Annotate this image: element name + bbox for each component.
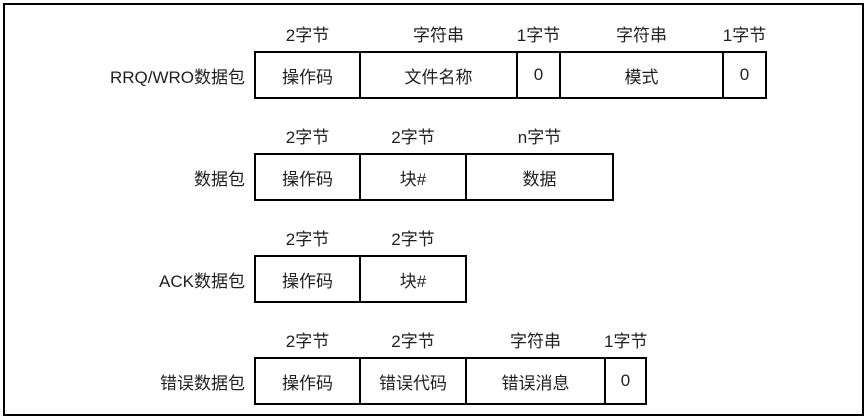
packet-name: 错误数据包 xyxy=(160,373,245,393)
packet-row-ack: ACK数据包 2字节 操作码 2字节 块# xyxy=(5,229,862,303)
packet-row-rrq-wro: RRQ/WRO数据包 2字节 操作码 字符串 文件名称 1字节 0 字符串 模式 xyxy=(5,25,862,99)
field-size-label: 2字节 xyxy=(391,332,435,351)
field-box: 块# xyxy=(359,255,467,303)
packet-field-zero: 1字节 0 xyxy=(604,331,647,405)
diagram-frame: RRQ/WRO数据包 2字节 操作码 字符串 文件名称 1字节 0 字符串 模式 xyxy=(3,3,864,416)
packet-field-data: n字节 数据 xyxy=(465,127,614,201)
field-box: 块# xyxy=(359,153,467,201)
field-size-label: 1字节 xyxy=(516,26,561,45)
packet-field-opcode: 2字节 操作码 xyxy=(254,229,361,303)
packet-field-filename: 字符串 文件名称 xyxy=(359,25,518,99)
field-box: 操作码 xyxy=(254,51,361,99)
packet-name: ACK数据包 xyxy=(159,271,245,291)
field-size-label: 2字节 xyxy=(285,332,330,351)
field-box: 0 xyxy=(516,51,561,99)
field-box: 文件名称 xyxy=(359,51,518,99)
packet-field-block-number: 2字节 块# xyxy=(359,127,467,201)
field-size-label: 2字节 xyxy=(285,128,330,147)
packet-fields: 2字节 操作码 2字节 块# n字节 数据 xyxy=(254,127,614,201)
field-size-label: 字符串 xyxy=(413,26,464,45)
field-box: 0 xyxy=(722,51,767,99)
packet-name: 数据包 xyxy=(194,169,245,189)
field-box: 数据 xyxy=(465,153,614,201)
packet-fields: 2字节 操作码 2字节 错误代码 字符串 错误消息 1字节 0 xyxy=(254,331,647,405)
field-size-label: 2字节 xyxy=(285,26,330,45)
packet-fields: 2字节 操作码 2字节 块# xyxy=(254,229,467,303)
packet-field-opcode: 2字节 操作码 xyxy=(254,331,361,405)
packet-field-opcode: 2字节 操作码 xyxy=(254,25,361,99)
field-size-label: 2字节 xyxy=(391,128,435,147)
packet-field-opcode: 2字节 操作码 xyxy=(254,127,361,201)
packet-field-error-message: 字符串 错误消息 xyxy=(465,331,606,405)
field-size-label: 字符串 xyxy=(616,26,667,45)
packet-field-error-code: 2字节 错误代码 xyxy=(359,331,467,405)
field-box: 操作码 xyxy=(254,153,361,201)
packet-field-mode: 字符串 模式 xyxy=(559,25,724,99)
field-size-label: n字节 xyxy=(517,128,562,147)
packet-field-zero: 1字节 0 xyxy=(722,25,767,99)
field-size-label: 字符串 xyxy=(510,332,561,351)
field-box: 模式 xyxy=(559,51,724,99)
field-box: 错误消息 xyxy=(465,357,606,405)
field-size-label: 2字节 xyxy=(285,230,330,249)
packet-field-block-number: 2字节 块# xyxy=(359,229,467,303)
field-box: 操作码 xyxy=(254,255,361,303)
field-box: 错误代码 xyxy=(359,357,467,405)
packet-row-data: 数据包 2字节 操作码 2字节 块# n字节 数据 xyxy=(5,127,862,201)
packet-name: RRQ/WRO数据包 xyxy=(109,67,245,87)
field-size-label: 1字节 xyxy=(604,332,648,351)
field-size-label: 1字节 xyxy=(722,26,767,45)
packet-row-error: 错误数据包 2字节 操作码 2字节 错误代码 字符串 错误消息 1字节 0 xyxy=(5,331,862,405)
field-box: 0 xyxy=(604,357,647,405)
field-box: 操作码 xyxy=(254,357,361,405)
field-size-label: 2字节 xyxy=(391,230,435,249)
packet-fields: 2字节 操作码 字符串 文件名称 1字节 0 字符串 模式 1字节 0 xyxy=(254,25,767,99)
packet-field-zero: 1字节 0 xyxy=(516,25,561,99)
